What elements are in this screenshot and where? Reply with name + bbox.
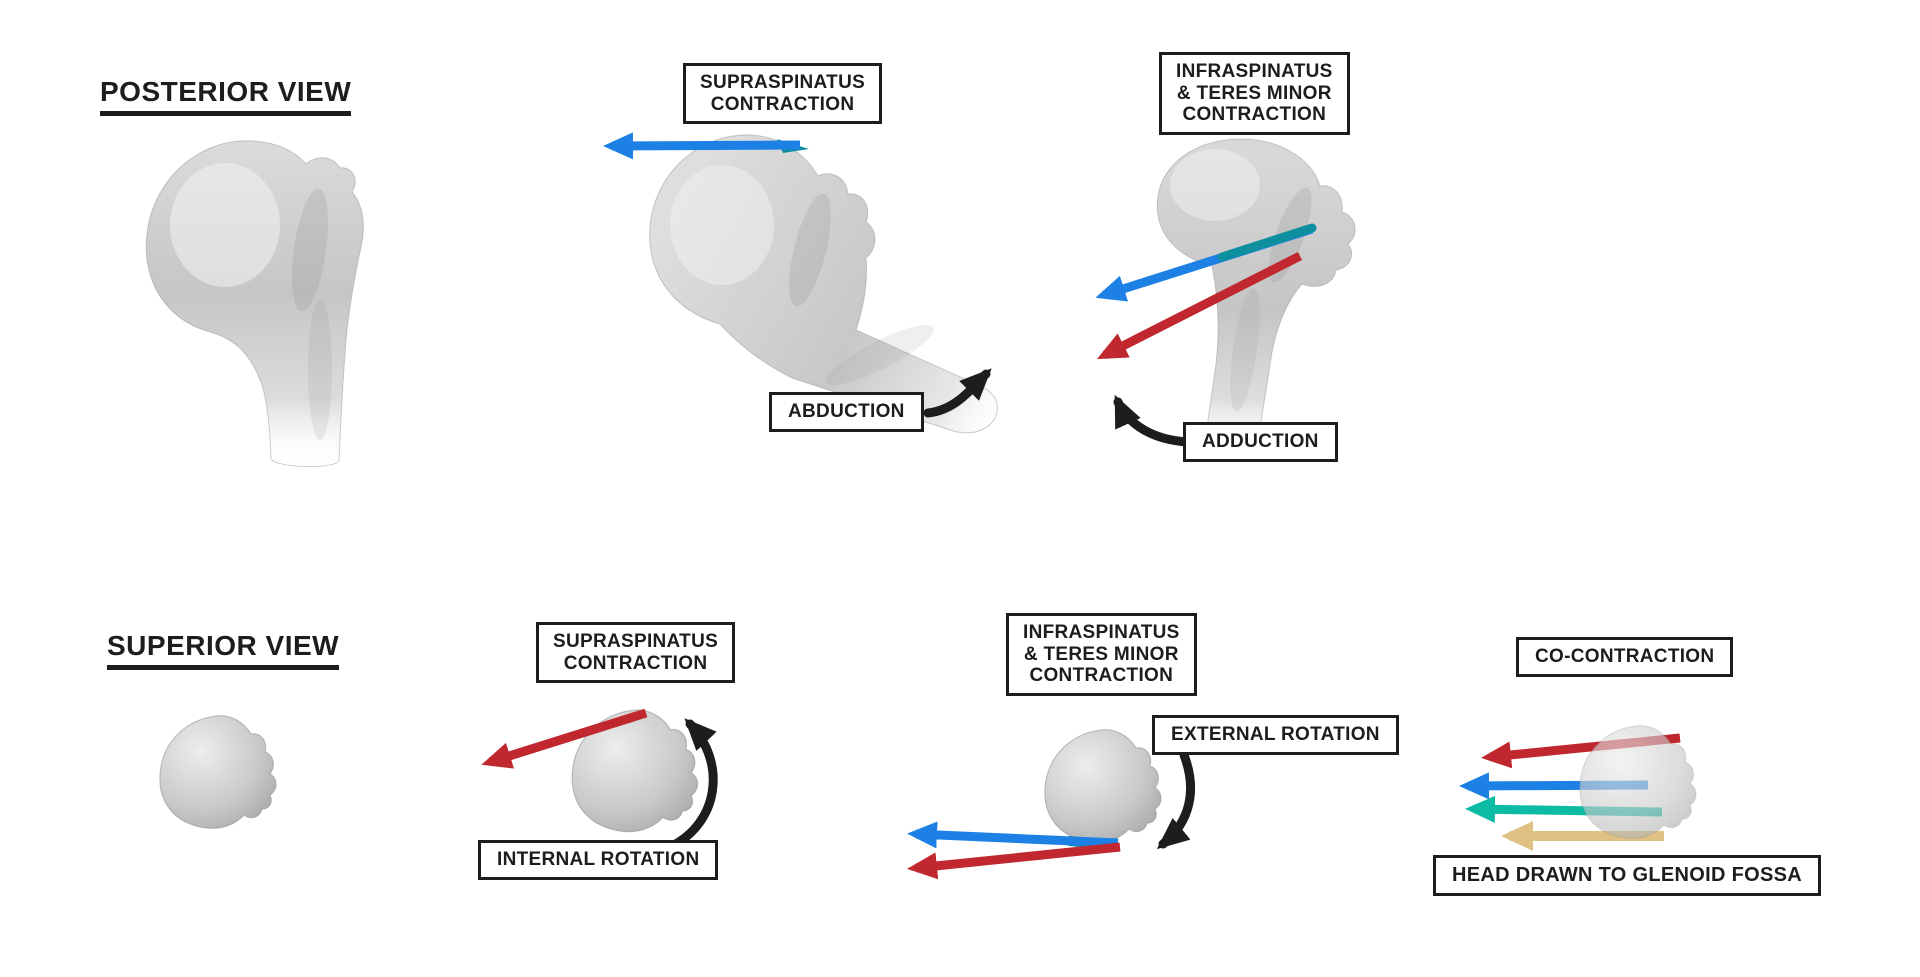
bone-shading [308, 300, 332, 440]
superior-view-title: SUPERIOR VIEW [107, 630, 340, 670]
supraspinatus-pull-arrow [603, 132, 801, 160]
adduction-motion-arrow [1113, 394, 1193, 447]
bone-humerus-abducted [649, 134, 998, 434]
label-head-drawn-to-glenoid-fossa: HEAD DRAWN TO GLENOID FOSSA [1433, 855, 1821, 896]
label-adduction: ADDUCTION [1183, 422, 1338, 462]
bone-shading [1230, 288, 1260, 412]
label-infraspinatus-teres-minor-contraction-superior: INFRASPINATUS & TERES MINOR CONTRACTION [1006, 613, 1197, 696]
bone-shading [670, 165, 774, 285]
label-infraspinatus-teres-minor-contraction-posterior: INFRASPINATUS & TERES MINOR CONTRACTION [1159, 52, 1350, 135]
bone-humerus-adducted [1156, 138, 1356, 453]
bone-shading [170, 163, 280, 287]
teres-minor-pull-arrow-superior [907, 842, 1121, 880]
bone-humeral-head-external-rotation [1044, 729, 1162, 843]
label-abduction: ABDUCTION [769, 392, 924, 432]
label-internal-rotation: INTERNAL ROTATION [478, 840, 719, 880]
label-co-contraction: CO-CONTRACTION [1516, 637, 1734, 677]
label-external-rotation: EXTERNAL ROTATION [1152, 715, 1399, 755]
bone-shading [291, 188, 329, 312]
external-rotation-motion-arrow [1156, 750, 1195, 850]
abduction-motion-arrow [923, 368, 992, 418]
bone-shading [789, 193, 831, 307]
internal-rotation-motion-arrow [665, 718, 718, 852]
label-supraspinatus-contraction-superior: SUPRASPINATUS CONTRACTION [536, 622, 736, 684]
posterior-view-title: POSTERIOR VIEW [100, 76, 352, 116]
bone-shading [826, 325, 934, 385]
teres-minor-pull-arrow [1096, 251, 1303, 360]
bone-humeral-head-superior-neutral [159, 715, 277, 829]
infraspinatus-pull-arrow-superior [907, 821, 1119, 849]
label-supraspinatus-contraction-posterior: SUPRASPINATUS CONTRACTION [683, 63, 883, 125]
bone-humerus-posterior-neutral [145, 140, 364, 467]
infraspinatus-attachment-patch [1217, 223, 1317, 262]
supraspinatus-pull-arrow-superior [481, 708, 648, 769]
bone-shading [1170, 149, 1260, 221]
